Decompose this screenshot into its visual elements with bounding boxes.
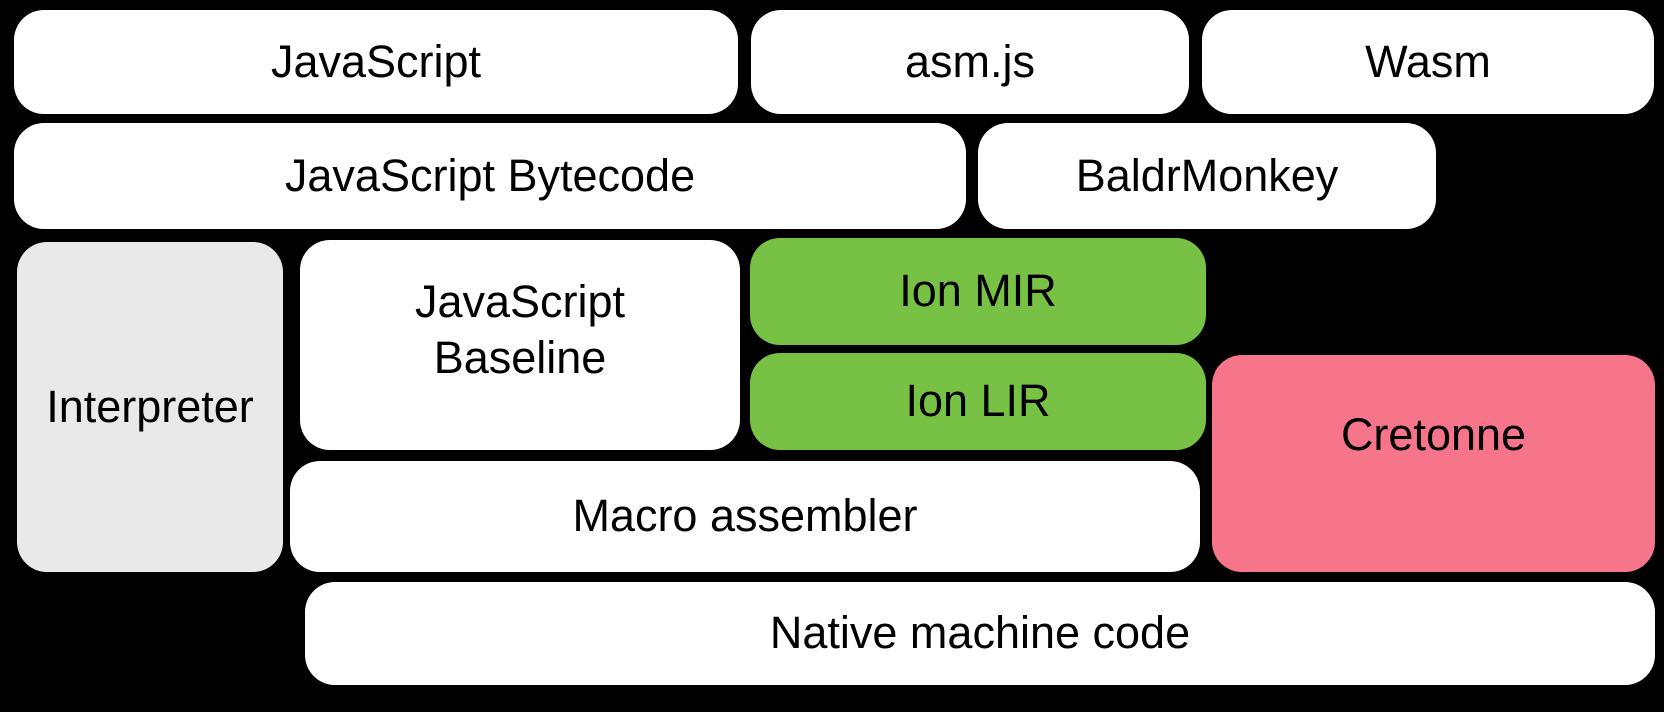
baseline-label-line1: JavaScript — [414, 275, 626, 327]
box-baldrmonkey: BaldrMonkey — [978, 123, 1436, 229]
box-cretonne: Cretonne — [1212, 355, 1655, 572]
baseline-label-line2: Baseline — [433, 332, 607, 383]
box-ion-lir: Ion LIR — [750, 353, 1206, 450]
box-macro-assembler: Macro assembler — [290, 461, 1200, 572]
box-javascript-baseline: JavaScript Baseline — [300, 240, 740, 450]
box-asmjs: asm.js — [751, 10, 1189, 114]
box-javascript: JavaScript — [14, 10, 738, 114]
box-native-machine-code: Native machine code — [305, 582, 1655, 685]
box-interpreter: Interpreter — [17, 242, 283, 572]
box-javascript-bytecode: JavaScript Bytecode — [14, 123, 966, 229]
box-ion-mir: Ion MIR — [750, 238, 1206, 345]
box-wasm: Wasm — [1202, 10, 1654, 114]
